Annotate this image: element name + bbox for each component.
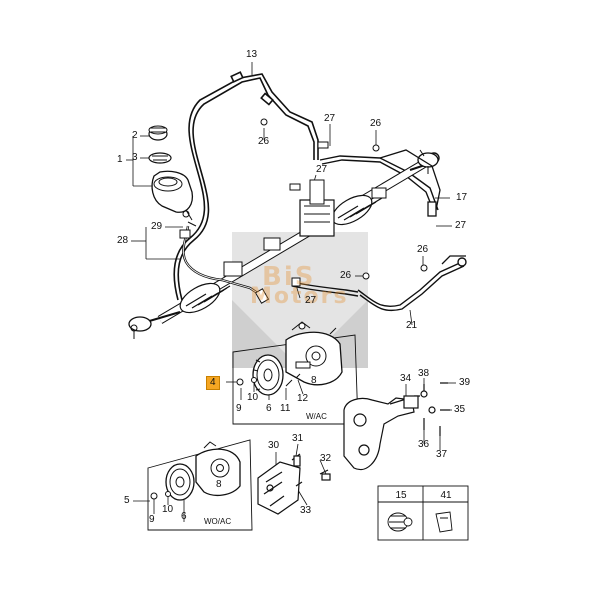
- steering-rack: [145, 156, 433, 324]
- callout-8-wac[interactable]: 8: [311, 375, 317, 386]
- callout-26-lower-mid[interactable]: 26: [340, 270, 352, 281]
- callout-13[interactable]: 13: [246, 49, 258, 60]
- callout-27-right[interactable]: 27: [455, 220, 467, 231]
- callout-35[interactable]: 35: [454, 404, 466, 415]
- callout-8-woac[interactable]: 8: [216, 479, 222, 490]
- bracket-30: [257, 453, 331, 515]
- pressure-hose: [173, 71, 319, 301]
- callout-27-mid[interactable]: 27: [316, 164, 328, 175]
- watermark-text-2: Motors: [250, 284, 349, 309]
- callout-6-woac[interactable]: 6: [181, 511, 187, 522]
- return-lines: [291, 152, 467, 312]
- callout-30[interactable]: 30: [268, 440, 280, 451]
- callout-3[interactable]: 3: [132, 152, 138, 163]
- legend-box: [377, 485, 469, 541]
- reservoir-assembly: [148, 125, 197, 227]
- callout-31[interactable]: 31: [292, 433, 304, 444]
- legend-item-15[interactable]: 15: [395, 490, 407, 501]
- callout-34[interactable]: 34: [400, 373, 412, 384]
- suction-hose: [182, 225, 270, 304]
- callout-39[interactable]: 39: [459, 377, 471, 388]
- legend-item-41[interactable]: 41: [440, 490, 452, 501]
- callout-2[interactable]: 2: [132, 130, 138, 141]
- watermark-text-1: BiS: [262, 262, 316, 292]
- callout-27-lower[interactable]: 27: [305, 295, 317, 306]
- variant-label-wac: W/AC: [306, 412, 327, 421]
- variant-label-woac: WO/AC: [204, 517, 232, 526]
- cooler-pipes: [379, 149, 466, 265]
- callout-11[interactable]: 11: [280, 403, 291, 414]
- callout-26-top[interactable]: 26: [258, 136, 270, 147]
- callout-9-wac[interactable]: 9: [236, 403, 242, 414]
- callout-1[interactable]: 1: [117, 154, 123, 165]
- callout-12[interactable]: 12: [297, 393, 309, 404]
- pump-woac-box: [147, 439, 253, 531]
- callout-37[interactable]: 37: [436, 449, 448, 460]
- callout-10-wac[interactable]: 10: [247, 392, 259, 403]
- callout-33[interactable]: 33: [300, 505, 312, 516]
- tie-rod-ends: [128, 149, 439, 339]
- callout-38[interactable]: 38: [418, 368, 430, 379]
- callout-27-top[interactable]: 27: [324, 113, 336, 124]
- pump-wac-box: [232, 321, 359, 425]
- callout-21[interactable]: 21: [406, 320, 418, 331]
- callout-5[interactable]: 5: [124, 495, 130, 506]
- callout-9-woac[interactable]: 9: [149, 514, 155, 525]
- callout-10-woac[interactable]: 10: [162, 504, 174, 515]
- callout-29[interactable]: 29: [151, 221, 163, 232]
- bracket-34: [343, 382, 450, 471]
- clips-fittings: [179, 118, 428, 287]
- callout-26-lower-right[interactable]: 26: [417, 244, 429, 255]
- callout-36[interactable]: 36: [418, 439, 430, 450]
- callout-28[interactable]: 28: [117, 235, 129, 246]
- callout-4-highlighted[interactable]: 4: [206, 376, 220, 390]
- callout-6-wac[interactable]: 6: [266, 403, 272, 414]
- callout-32[interactable]: 32: [320, 453, 332, 464]
- callout-26-right[interactable]: 26: [370, 118, 382, 129]
- callout-17[interactable]: 17: [456, 192, 468, 203]
